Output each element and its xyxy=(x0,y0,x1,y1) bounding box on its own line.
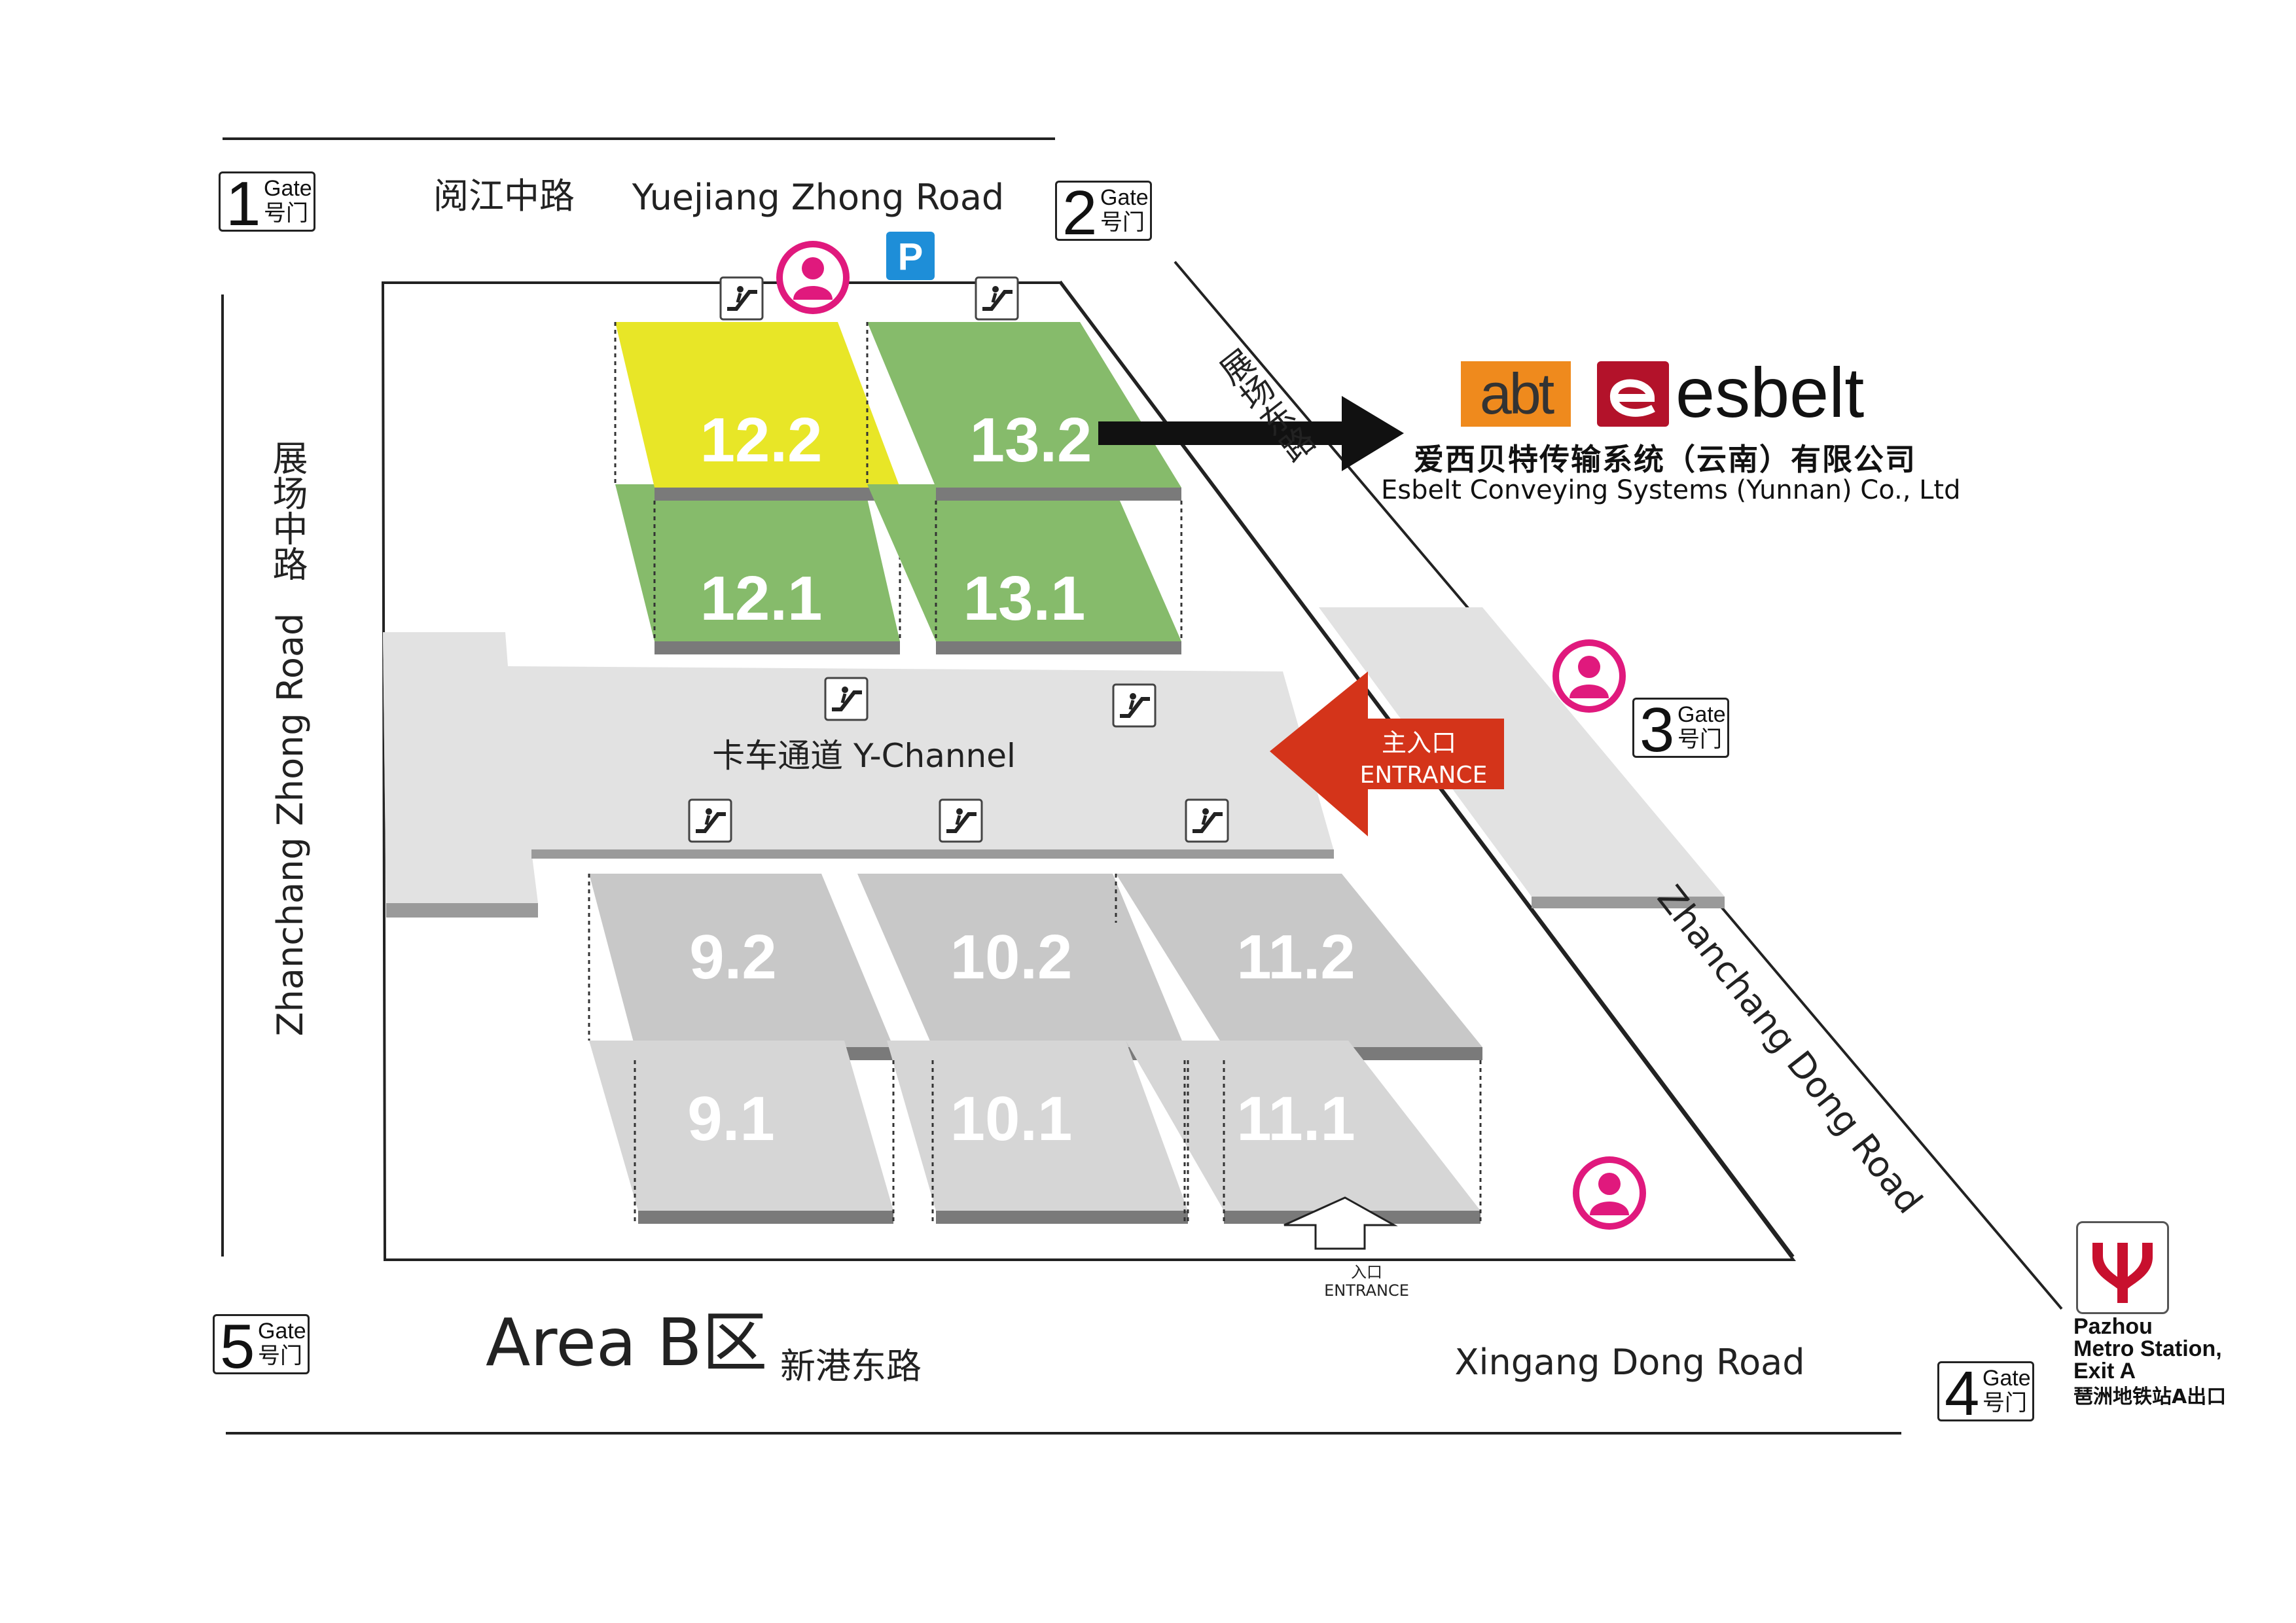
main-entrance-arrow[interactable]: 主入口 ENTRANCE xyxy=(1270,671,1504,836)
hall-label: 11.2 xyxy=(1236,922,1355,992)
info-person-icon xyxy=(1552,639,1626,713)
gate-1: 1 Gate 号门 xyxy=(219,169,315,238)
hall-label: 10.1 xyxy=(950,1084,1073,1154)
road-south-cn: 新港东路 xyxy=(780,1346,922,1387)
escalator-icon xyxy=(1113,685,1155,726)
road-west-en: Zhanchang Zhong Road xyxy=(270,613,311,1037)
escalator-icon xyxy=(976,277,1018,319)
hall-label: 13.1 xyxy=(963,563,1086,633)
svg-text:P: P xyxy=(898,236,924,278)
hall-label: 9.1 xyxy=(687,1084,774,1154)
metro-line-1: Pazhou xyxy=(2073,1314,2153,1339)
hall-9-1-shape[interactable] xyxy=(589,1041,893,1211)
area-label: Area B区 xyxy=(486,1304,768,1381)
road-east-en: Zhanchang Dong Road xyxy=(1649,878,1931,1221)
esbelt-logo-text: esbelt xyxy=(1676,353,1865,432)
metro-line-2: Metro Station, xyxy=(2073,1336,2222,1361)
road-west-cn: 展场中路 xyxy=(266,440,308,581)
road-south-en: Xingang Dong Road xyxy=(1454,1342,1804,1383)
road-north-en: Yuejiang Zhong Road xyxy=(632,177,1004,218)
hall-label: 9.2 xyxy=(689,922,776,992)
escalator-icon xyxy=(689,800,731,842)
hall-label: 11.1 xyxy=(1236,1084,1355,1154)
main-entrance-en: ENTRANCE xyxy=(1360,762,1488,789)
hall-label: 10.2 xyxy=(950,922,1073,992)
hall-13-2-shape[interactable] xyxy=(867,322,1181,488)
south-entrance-cn: 入口 xyxy=(1351,1263,1382,1281)
info-person-icon xyxy=(1573,1156,1646,1230)
east-plaza xyxy=(1319,607,1725,897)
abt-logo: abt xyxy=(1461,361,1571,427)
company-name-cn: 爱西贝特传输系统（云南）有限公司 xyxy=(1414,442,1916,477)
hall-12-1-shape[interactable] xyxy=(615,484,900,641)
gate-2: 2 Gate 号门 xyxy=(1055,179,1152,247)
gate-5: 5 Gate 号门 xyxy=(213,1312,310,1381)
hall-10-2-shape[interactable] xyxy=(857,874,1185,1047)
company-name-en: Esbelt Conveying Systems (Yunnan) Co., L… xyxy=(1381,475,1961,505)
hall-9-2-shape[interactable] xyxy=(589,874,893,1047)
hall-12-2-shape[interactable] xyxy=(615,322,900,488)
hall-10-1-shape[interactable] xyxy=(887,1041,1188,1211)
hall-label: 13.2 xyxy=(970,405,1092,475)
metro-logo-icon xyxy=(2076,1221,2169,1314)
arrow-icon xyxy=(1098,396,1404,471)
hall-label: 12.1 xyxy=(700,563,823,633)
escalator-icon xyxy=(721,277,762,319)
gate-4: 4 Gate 号门 xyxy=(1937,1359,2034,1428)
road-north-cn: 阅江中路 xyxy=(433,175,575,217)
south-entrance-en: ENTRANCE xyxy=(1324,1281,1409,1300)
channel-label: 卡车通道 Y-Channel xyxy=(712,737,1016,775)
hall-13-1-shape[interactable] xyxy=(867,484,1181,641)
metro-line-4: 琶洲地铁站A出口 xyxy=(2073,1385,2227,1408)
esbelt-logo-icon xyxy=(1597,361,1669,427)
south-entrance-arrow[interactable]: 入口 ENTRANCE xyxy=(1283,1196,1409,1300)
info-person-icon xyxy=(776,241,850,314)
metro-label: Pazhou Metro Station, Exit A 琶洲地铁站A出口 xyxy=(2073,1315,2226,1408)
hall-11-2-shape[interactable] xyxy=(1116,874,1482,1047)
escalator-icon xyxy=(825,678,867,720)
escalator-icon xyxy=(940,800,982,842)
hall-11-1-shape[interactable] xyxy=(1126,1041,1480,1211)
escalator-icon xyxy=(1186,800,1228,842)
metro-line-3: Exit A xyxy=(2073,1359,2136,1383)
parking-icon: P xyxy=(886,232,935,280)
gate-3: 3 Gate 号门 xyxy=(1632,696,1729,764)
hall-label: 12.2 xyxy=(700,405,823,475)
main-entrance-cn: 主入口 xyxy=(1382,728,1456,757)
